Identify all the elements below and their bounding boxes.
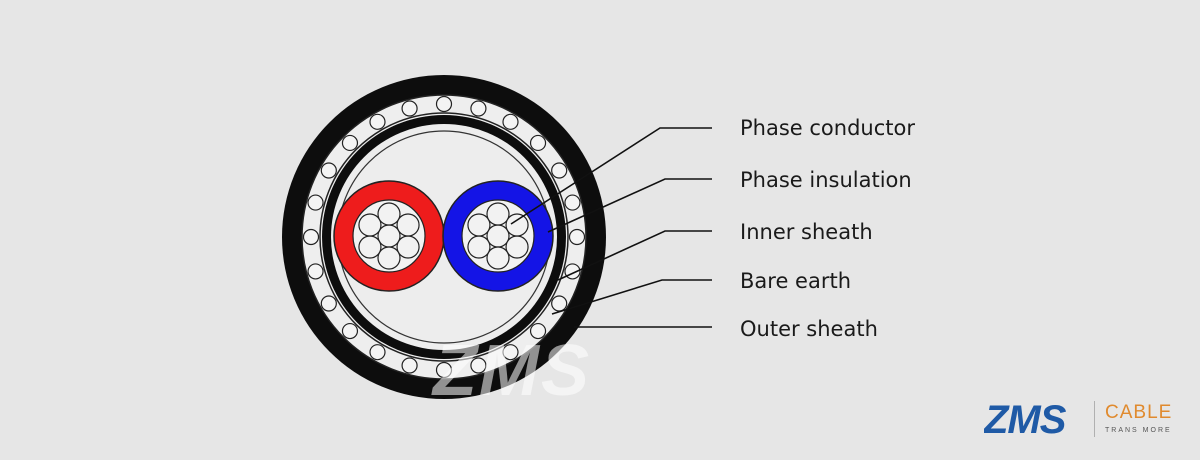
conductor-strand [396, 235, 420, 259]
phase-conductor-strands-right [467, 202, 529, 270]
leader-inner-sheath [557, 230, 712, 281]
earth-wire [551, 295, 568, 312]
brand-words: CABLE TRANS MORE [1105, 401, 1173, 436]
earth-wire [564, 194, 581, 211]
leader-phase-conductor [510, 127, 712, 225]
label-phase-conductor: Phase conductor [740, 116, 915, 140]
conductor-strand [396, 213, 420, 237]
brand-tagline: TRANS MORE [1105, 426, 1172, 434]
conductor-strand [505, 213, 529, 237]
earth-wire [502, 344, 519, 361]
earth-wire [320, 162, 337, 179]
leader-phase-insulation [547, 178, 712, 233]
conductor-strand [377, 202, 401, 226]
earth-wire [529, 322, 547, 340]
bare-earth-wires [302, 95, 586, 379]
conductor-strand [358, 235, 382, 259]
earth-wire [401, 100, 418, 117]
earth-wire [320, 295, 337, 312]
earth-wire [401, 357, 418, 374]
phase-conductor-strands-left [358, 202, 420, 270]
conductor-strand [505, 235, 529, 259]
earth-wire [470, 357, 487, 374]
conductor-strand [377, 224, 401, 248]
earth-wire [369, 344, 386, 361]
label-inner-sheath: Inner sheath [740, 220, 873, 244]
earth-wire [568, 228, 586, 246]
brand-divider [1094, 401, 1095, 437]
brand-mark: ZMS [984, 399, 1068, 439]
earth-wire [502, 113, 519, 130]
label-outer-sheath: Outer sheath [740, 317, 878, 341]
conductor-strand [486, 246, 510, 270]
earth-wire [341, 322, 359, 340]
conductor-strand [358, 213, 382, 237]
conductor-strand [486, 202, 510, 226]
conductor-strand [467, 213, 491, 237]
earth-wire [435, 95, 453, 113]
label-bare-earth: Bare earth [740, 269, 851, 293]
earth-wire [369, 113, 386, 130]
earth-wire [470, 100, 487, 117]
leader-lines [510, 127, 712, 328]
earth-wire [551, 162, 568, 179]
conductor-strand [467, 235, 491, 259]
earth-band-inner-edge [319, 112, 569, 362]
conductor-strand [486, 224, 510, 248]
brand-mark-text: ZMS [984, 399, 1067, 439]
brand-name: CABLE [1105, 401, 1173, 423]
earth-wire [435, 361, 453, 379]
earth-wire [529, 134, 547, 152]
watermark: ZMS [431, 331, 591, 411]
label-phase-insulation: Phase insulation [740, 168, 912, 192]
earth-wire [307, 263, 324, 280]
earth-wire [302, 228, 320, 246]
conductor-strand [377, 246, 401, 270]
earth-wire [307, 194, 324, 211]
brand-logo: ZMS CABLE TRANS MORE [984, 398, 1172, 440]
leader-bare-earth [551, 279, 712, 315]
earth-wire [341, 134, 359, 152]
